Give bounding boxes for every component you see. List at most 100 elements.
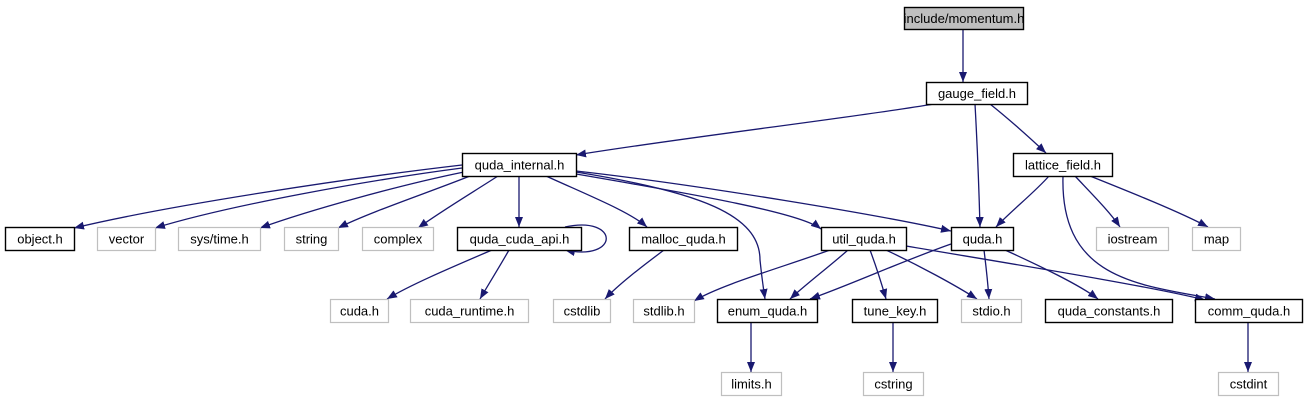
edge-gauge-field-to-quda bbox=[974, 103, 984, 228]
node-box bbox=[925, 81, 1029, 106]
node-limits: limits.h bbox=[720, 371, 783, 397]
edge-quda-internal-to-malloc-quda bbox=[545, 175, 648, 228]
node-label: comm_quda.h bbox=[1208, 304, 1290, 319]
edge-quda-to-stdio bbox=[983, 249, 993, 300]
edge-quda-internal-to-string bbox=[337, 175, 471, 229]
node-box bbox=[177, 226, 262, 252]
node-box bbox=[552, 298, 612, 324]
node-label: object.h bbox=[17, 232, 63, 247]
node-label: gauge_field.h bbox=[938, 86, 1016, 101]
node-box bbox=[903, 6, 1025, 31]
node-label: vector bbox=[109, 232, 145, 247]
node-box bbox=[820, 226, 908, 252]
node-cstdlib: cstdlib bbox=[552, 298, 612, 324]
node-box bbox=[628, 226, 739, 252]
node-enum-quda[interactable]: enum_quda.h bbox=[716, 298, 819, 324]
node-box bbox=[409, 298, 530, 324]
node-box bbox=[1095, 226, 1170, 252]
node-label: cuda.h bbox=[340, 304, 379, 319]
node-stdio: stdio.h bbox=[960, 298, 1023, 324]
edge-quda-to-quda-constants bbox=[1004, 249, 1099, 300]
node-box bbox=[329, 298, 390, 324]
node-stdlib: stdlib.h bbox=[632, 298, 696, 324]
node-tune-key[interactable]: tune_key.h bbox=[851, 298, 939, 324]
node-label: cuda_runtime.h bbox=[425, 304, 515, 319]
node-box bbox=[862, 371, 925, 397]
node-label: sys/time.h bbox=[190, 232, 249, 247]
node-label: iostream bbox=[1108, 232, 1158, 247]
node-gauge-field[interactable]: gauge_field.h bbox=[925, 81, 1029, 106]
node-cuda-runtime: cuda_runtime.h bbox=[409, 298, 530, 324]
edge-lattice-field-to-comm-quda bbox=[1062, 175, 1216, 302]
node-label: limits.h bbox=[731, 377, 771, 392]
node-cstdint: cstdint bbox=[1217, 371, 1280, 397]
node-label: quda_internal.h bbox=[475, 158, 565, 173]
nodes-layer: include/momentum.h gauge_field.h quda_inte… bbox=[4, 6, 1304, 397]
node-util-quda[interactable]: util_quda.h bbox=[820, 226, 908, 252]
node-label: cstring bbox=[874, 377, 912, 392]
edge-quda-internal-to-systime bbox=[259, 171, 465, 229]
node-quda-constants[interactable]: quda_constants.h bbox=[1044, 298, 1174, 324]
node-lattice-field[interactable]: lattice_field.h bbox=[1012, 152, 1114, 178]
node-box bbox=[632, 298, 696, 324]
node-label: map bbox=[1204, 232, 1229, 247]
edge-quda-internal-to-vector bbox=[154, 167, 463, 229]
node-label: complex bbox=[374, 232, 423, 247]
edge-lattice-field-to-map bbox=[1089, 175, 1209, 228]
edge-util-quda-to-stdlib bbox=[693, 249, 831, 302]
node-quda-internal[interactable]: quda_internal.h bbox=[461, 152, 578, 178]
node-box bbox=[851, 298, 939, 324]
edge-util-quda-to-stdio bbox=[885, 249, 978, 300]
node-object[interactable]: object.h bbox=[4, 226, 76, 252]
node-comm-quda[interactable]: comm_quda.h bbox=[1194, 298, 1304, 324]
edge-util-quda-to-comm-quda bbox=[905, 245, 1206, 302]
edge-quda-internal-to-object bbox=[73, 164, 463, 230]
edge-quda-internal-to-quda bbox=[575, 170, 952, 233]
node-label: quda.h bbox=[963, 232, 1003, 247]
node-iostream: iostream bbox=[1095, 226, 1170, 252]
edge-quda-to-enum-quda bbox=[809, 243, 952, 300]
node-label: util_quda.h bbox=[832, 232, 896, 247]
node-box bbox=[1012, 152, 1114, 178]
node-map: map bbox=[1191, 226, 1242, 252]
edge-quda-cuda-api-to-cuda bbox=[386, 249, 493, 300]
node-label: cstdlib bbox=[564, 304, 601, 319]
node-label: include/momentum.h bbox=[904, 11, 1025, 26]
node-systime: sys/time.h bbox=[177, 226, 262, 252]
node-label: quda_constants.h bbox=[1058, 304, 1161, 319]
edge-quda-internal-to-util-quda bbox=[575, 173, 822, 230]
node-label: lattice_field.h bbox=[1025, 158, 1101, 173]
edge-util-quda-to-enum-quda bbox=[789, 249, 849, 300]
node-cstring: cstring bbox=[862, 371, 925, 397]
edge-util-quda-to-tune-key bbox=[869, 249, 888, 300]
node-box bbox=[1194, 298, 1304, 324]
node-momentum[interactable]: include/momentum.h bbox=[903, 6, 1025, 31]
node-label: string bbox=[296, 232, 328, 247]
node-box bbox=[960, 298, 1023, 324]
node-box bbox=[283, 226, 340, 252]
node-quda[interactable]: quda.h bbox=[950, 226, 1015, 252]
node-box bbox=[1191, 226, 1242, 252]
node-label: tune_key.h bbox=[864, 304, 927, 319]
node-box bbox=[4, 226, 76, 252]
node-label: malloc_quda.h bbox=[641, 232, 726, 247]
edge-quda-internal-to-complex bbox=[417, 175, 499, 229]
node-label: cstdint bbox=[1230, 377, 1268, 392]
node-box bbox=[456, 226, 583, 252]
edge-lattice-field-to-iostream bbox=[1074, 175, 1121, 228]
node-box bbox=[950, 226, 1015, 252]
edge-quda-cuda-api-to-cuda-runtime bbox=[479, 249, 510, 300]
node-string: string bbox=[283, 226, 340, 252]
node-box bbox=[96, 226, 157, 252]
edge-quda-cuda-api-to-quda-cuda-api bbox=[564, 224, 607, 257]
node-quda-cuda-api[interactable]: quda_cuda_api.h bbox=[456, 226, 583, 252]
node-complex: complex bbox=[361, 226, 435, 252]
node-box bbox=[716, 298, 819, 324]
node-box bbox=[461, 152, 578, 178]
node-malloc-quda[interactable]: malloc_quda.h bbox=[628, 226, 739, 252]
node-label: quda_cuda_api.h bbox=[470, 232, 570, 247]
node-label: stdlib.h bbox=[643, 304, 684, 319]
node-box bbox=[1044, 298, 1174, 324]
node-label: enum_quda.h bbox=[728, 304, 808, 319]
